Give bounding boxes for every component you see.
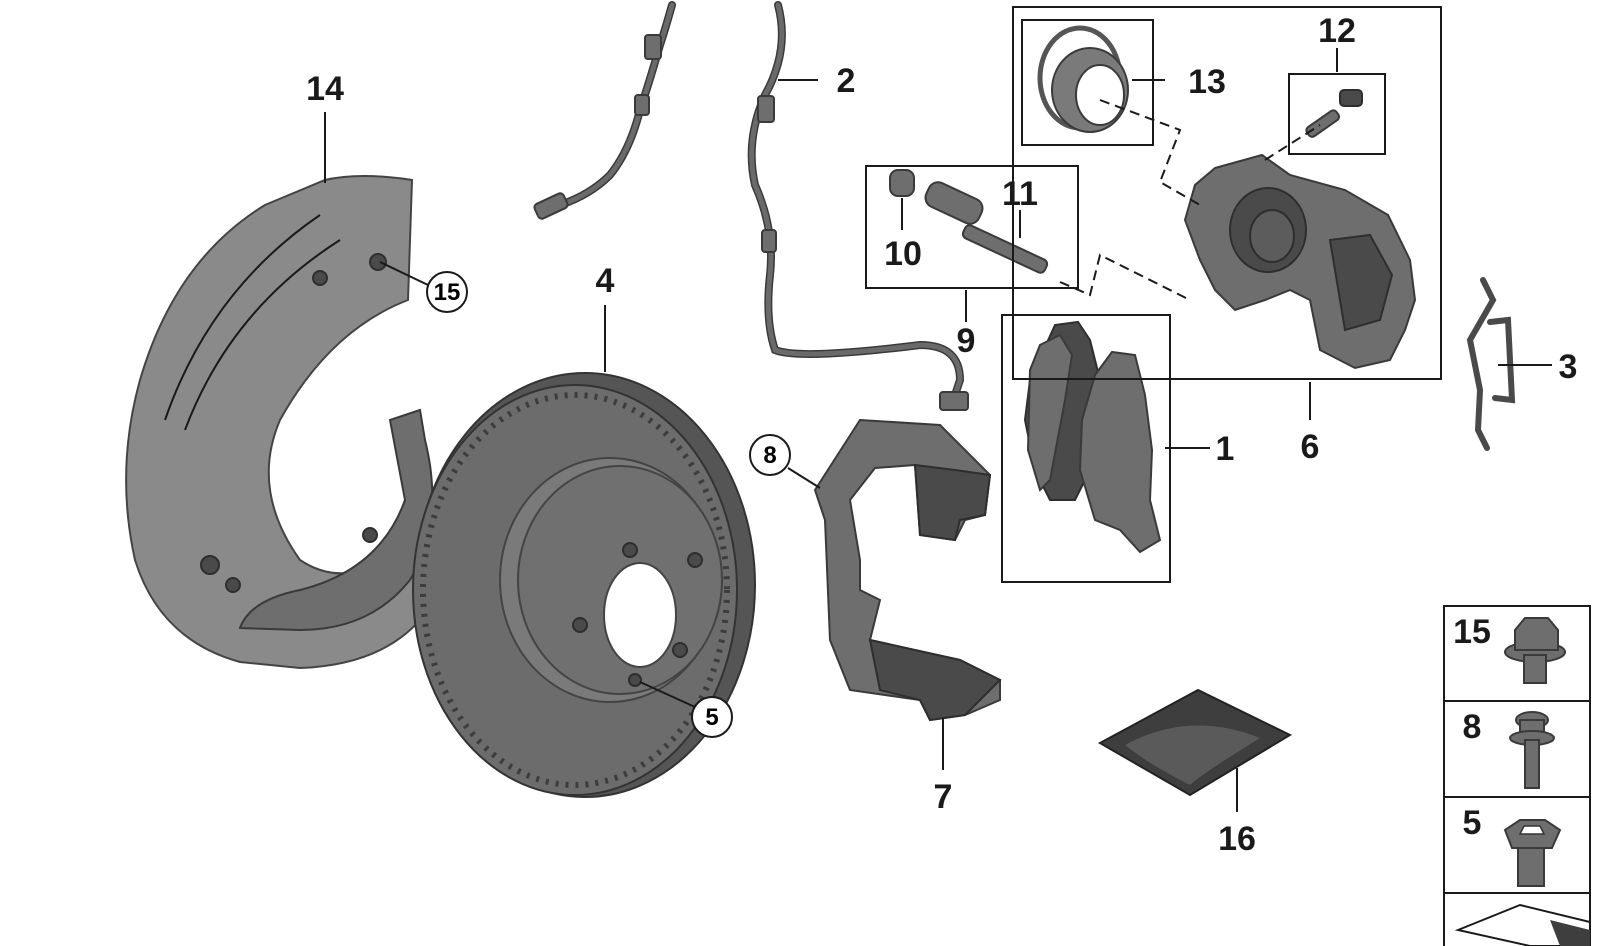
brake-disc-part[interactable]: [412, 372, 756, 798]
callout-5: 5: [705, 704, 718, 731]
hex-flange-bolt-icon: [1504, 617, 1566, 684]
legend-label-15: 15: [1453, 613, 1491, 651]
callout-9: 9: [957, 322, 976, 360]
callout-8-circle: [749, 434, 791, 476]
callout-3: 3: [1559, 348, 1578, 386]
socket-bolt-icon: [1503, 819, 1562, 887]
callout-13: 13: [1188, 63, 1226, 101]
seal-kit-part-13[interactable]: [1037, 25, 1129, 133]
kit-9-box: [865, 165, 1079, 289]
callout-11: 11: [1002, 175, 1038, 213]
dust-shield-part[interactable]: [125, 175, 446, 670]
callout-4: 4: [596, 262, 615, 300]
callout-7: 7: [934, 778, 953, 816]
legend-label-5: 5: [1463, 804, 1482, 842]
callout-6: 6: [1301, 428, 1320, 466]
bleed-valve-12-box: [1288, 73, 1386, 155]
callout-1: 1: [1216, 430, 1235, 468]
guide-bush-part-10[interactable]: [889, 169, 915, 197]
callout-12: 12: [1318, 12, 1356, 50]
seal-kit-13-box: [1021, 19, 1154, 146]
legend-label-8: 8: [1463, 708, 1482, 746]
brake-caliper-part[interactable]: [1183, 153, 1417, 370]
fastener-legend: 15 8 5: [1443, 605, 1591, 946]
callout-2: 2: [837, 62, 856, 100]
wear-sensor-wire-left[interactable]: [533, 1, 676, 220]
torx-flange-bolt-icon: [1509, 711, 1555, 789]
callout-15-circle: [426, 271, 468, 313]
callout-10: 10: [884, 235, 922, 273]
grease-sachet-part[interactable]: [1097, 688, 1293, 797]
guide-sleeve-part[interactable]: [922, 179, 986, 227]
anti-rattle-spring-part[interactable]: [1466, 277, 1516, 451]
guide-bolt-part-11[interactable]: [961, 224, 1049, 275]
callout-8: 8: [763, 442, 776, 469]
bleed-valve-part-12[interactable]: [1305, 89, 1363, 138]
callout-16: 16: [1218, 820, 1256, 858]
ribbon-icon: [1454, 903, 1591, 946]
caliper-carrier-part[interactable]: [813, 418, 1002, 722]
callout-14: 14: [306, 70, 344, 108]
callout-15: 15: [434, 279, 461, 306]
wear-sensor-wire-part-2[interactable]: [747, 1, 969, 411]
caliper-6-box: [1012, 6, 1442, 380]
callout-5-circle: [691, 696, 733, 738]
brake-pads-part[interactable]: [1023, 320, 1162, 554]
